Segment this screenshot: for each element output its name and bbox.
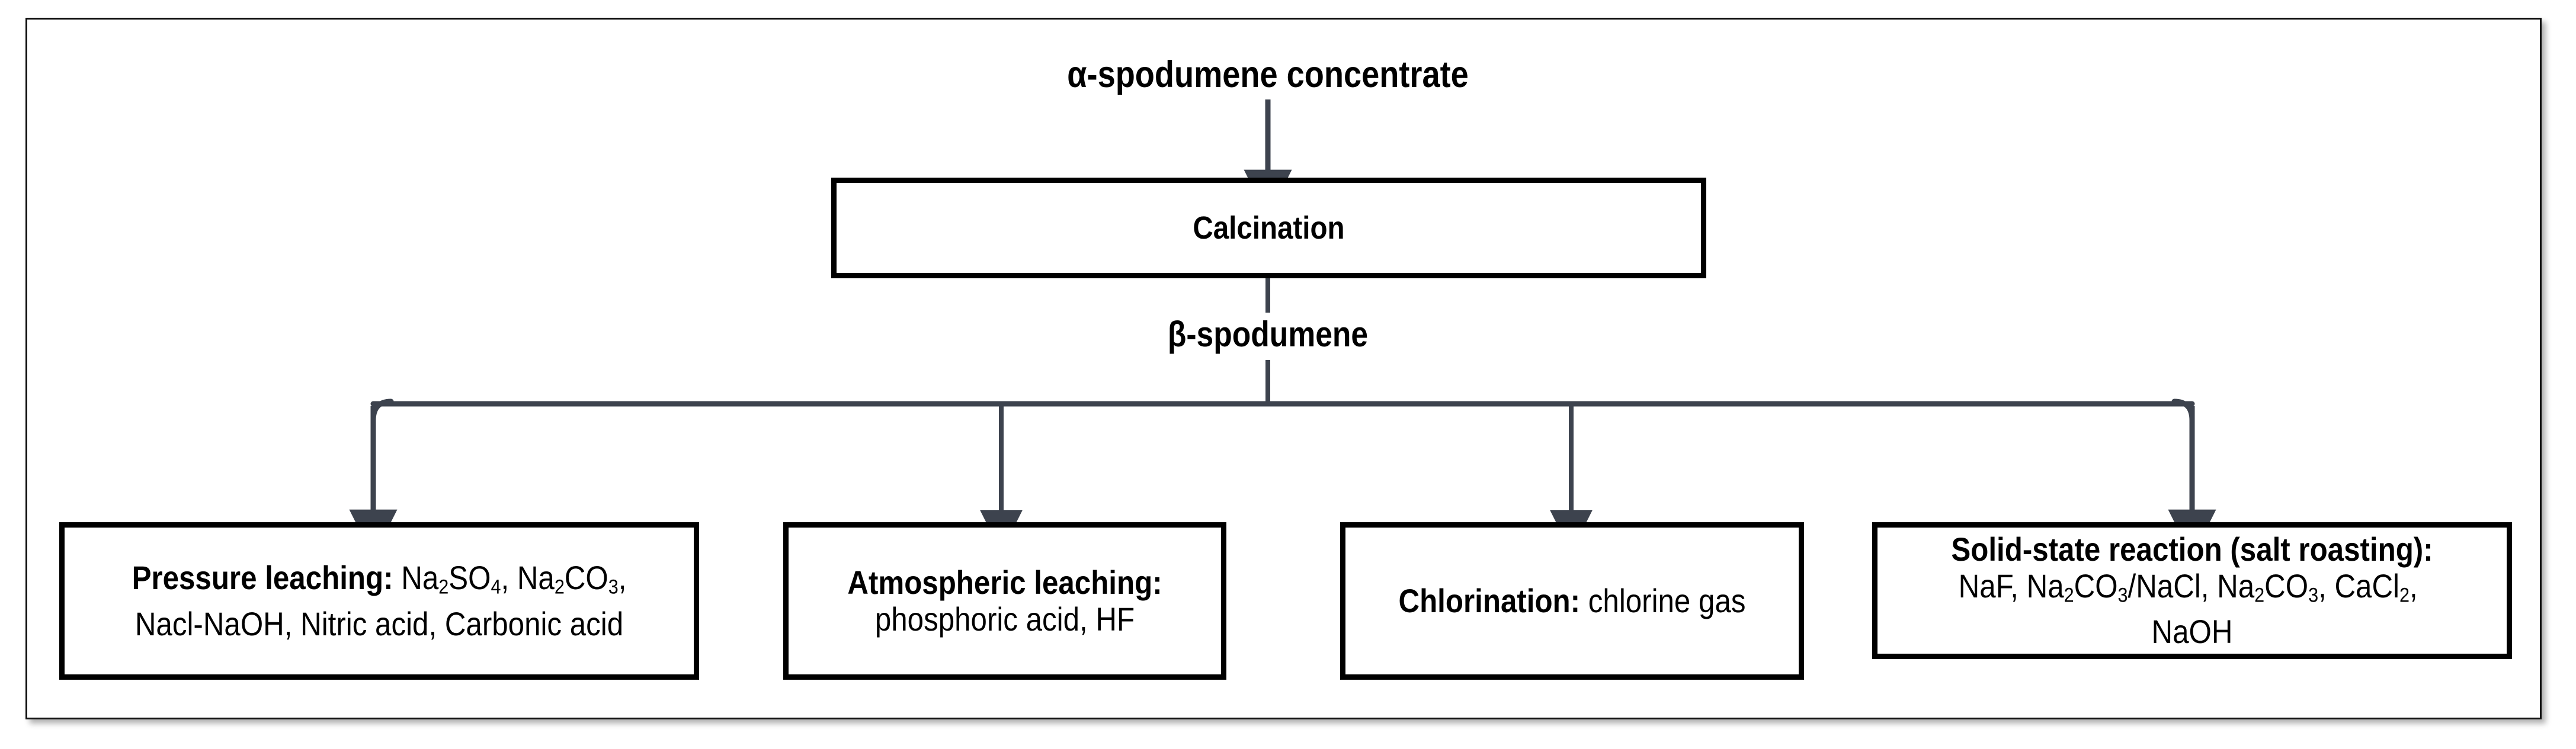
- process-box-chlorination-content: Chlorination: chlorine gas: [1398, 582, 1746, 619]
- process-box-atmospheric-leaching-content: Atmospheric leaching: phosphoric acid, H…: [847, 564, 1162, 638]
- process-box-chlorination[interactable]: Chlorination: chlorine gas: [1340, 522, 1804, 680]
- process-box-atmospheric-leaching[interactable]: Atmospheric leaching: phosphoric acid, H…: [783, 522, 1226, 680]
- process-box-calcination[interactable]: Calcination: [831, 178, 1706, 278]
- process-box-calcination-label: Calcination: [1193, 210, 1345, 246]
- page-title-alpha-spodumene: α-spodumene concentrate: [1067, 54, 1469, 95]
- process-box-solid-state-reaction-content: Solid-state reaction (salt roasting): Na…: [1951, 530, 2433, 651]
- process-box-solid-state-reaction[interactable]: Solid-state reaction (salt roasting): Na…: [1872, 522, 2512, 659]
- intermediate-label-beta-spodumene: β-spodumene: [1167, 314, 1369, 354]
- process-box-pressure-leaching[interactable]: Pressure leaching: Na2SO4, Na2CO3, Nacl-…: [59, 522, 699, 680]
- process-box-pressure-leaching-content: Pressure leaching: Na2SO4, Na2CO3, Nacl-…: [132, 559, 627, 642]
